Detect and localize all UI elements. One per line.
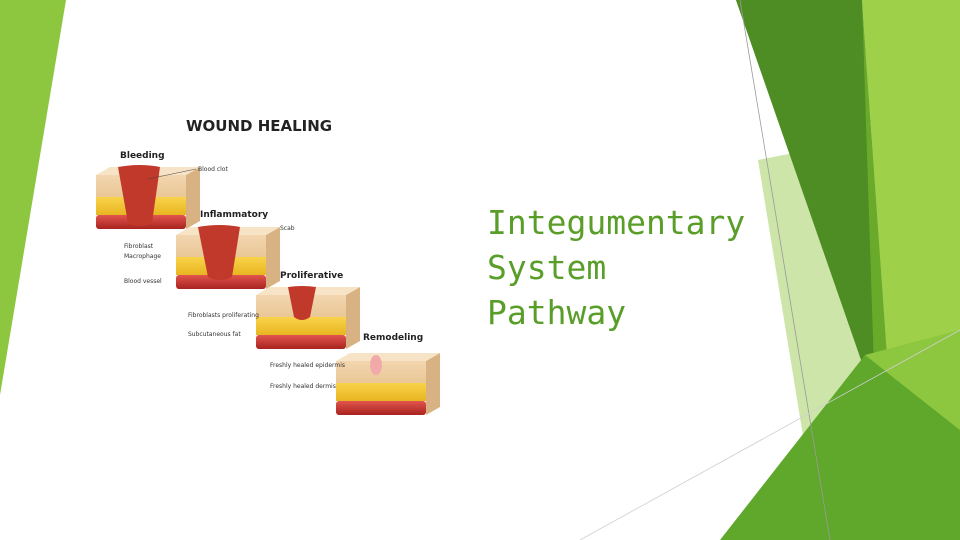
callout-label: Freshly healed dermis bbox=[270, 383, 336, 390]
wound-healing-figure: WOUND HEALING Bleeding Blood clot Inflam… bbox=[96, 117, 440, 415]
title-line-3: Pathway bbox=[487, 293, 627, 332]
stage-label: Remodeling bbox=[363, 333, 423, 343]
decor-line bbox=[739, 0, 831, 540]
figure-title: WOUND HEALING bbox=[186, 117, 332, 135]
callout-label: Blood clot bbox=[198, 166, 228, 173]
stage-label: Proliferative bbox=[280, 271, 343, 281]
decor-line bbox=[579, 329, 960, 540]
stage-label: Bleeding bbox=[120, 151, 165, 161]
callout-label: Scab bbox=[280, 225, 295, 232]
slide-title: Integumentary System Pathway bbox=[487, 200, 747, 335]
callout-label: Blood vessel bbox=[124, 278, 162, 285]
right-shape-bottom-light bbox=[865, 330, 960, 430]
title-line-2: System bbox=[487, 248, 607, 287]
title-line-1: Integumentary bbox=[487, 203, 746, 242]
right-shape-bottom bbox=[720, 355, 960, 540]
stage-proliferative: Proliferative Fibroblasts proliferating … bbox=[188, 271, 360, 349]
stage-bleeding: Bleeding Blood clot bbox=[96, 151, 228, 229]
callout-label: Macrophage bbox=[124, 253, 161, 260]
stage-inflammatory: Inflammatory Scab Fibroblast Macrophage … bbox=[124, 210, 295, 289]
stage-label: Inflammatory bbox=[200, 210, 268, 220]
stage-remodeling: Remodeling Freshly healed epidermis Fres… bbox=[270, 333, 440, 415]
callout-label: Fibroblasts proliferating bbox=[188, 312, 259, 319]
left-accent-bar bbox=[0, 0, 66, 395]
right-shape-dark bbox=[736, 0, 875, 400]
callout-label: Freshly healed epidermis bbox=[270, 362, 345, 369]
callout-label: Subcutaneous fat bbox=[188, 331, 241, 338]
callout-label: Fibroblast bbox=[124, 243, 154, 250]
